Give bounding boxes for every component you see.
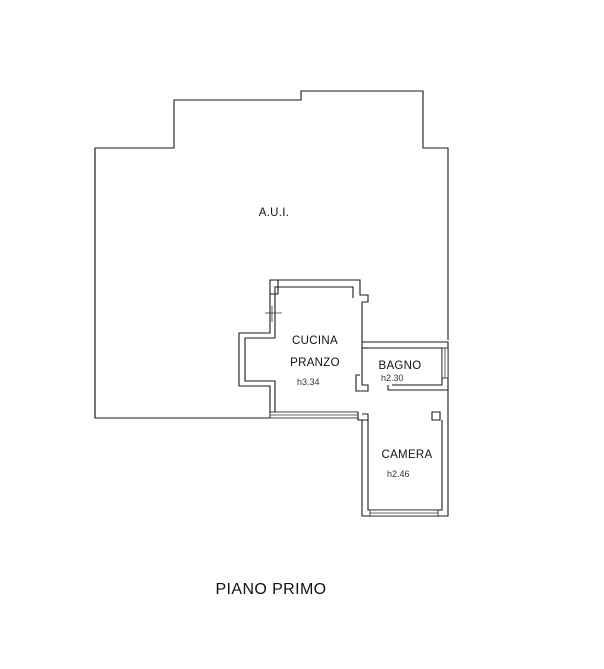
- bagno-height-label: h2.30: [381, 373, 404, 383]
- cucina-walls: [238, 279, 369, 421]
- cucina-height-label: h3.34: [297, 377, 320, 387]
- bagno-label: BAGNO: [378, 360, 421, 372]
- pranzo-label: PRANZO: [290, 357, 340, 369]
- aui-label: A.U.I.: [259, 207, 290, 219]
- camera-height-label: h2.46: [387, 469, 410, 479]
- camera-walls: [361, 390, 449, 517]
- aui-outer-wall: [94, 90, 449, 418]
- cucina-label: CUCINA: [292, 335, 338, 347]
- aui-outline: [94, 148, 270, 419]
- plan-title: PIANO PRIMO: [215, 581, 326, 598]
- camera-label: CAMERA: [381, 449, 432, 461]
